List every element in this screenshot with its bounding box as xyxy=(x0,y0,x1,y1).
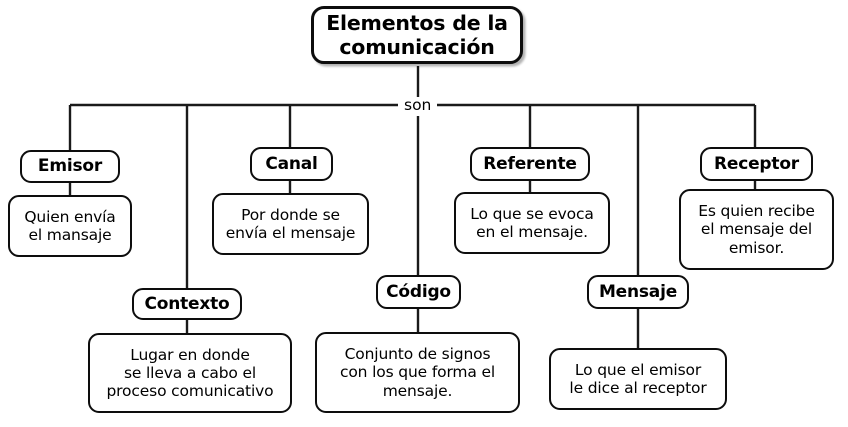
node-codigo-label: Código xyxy=(386,281,451,302)
node-canal-label: Canal xyxy=(265,153,318,174)
node-mensaje-label: Mensaje xyxy=(598,281,678,302)
node-mensaje-description[interactable]: Lo que el emisor le dice al receptor xyxy=(549,348,727,410)
node-receptor[interactable]: Receptor xyxy=(700,147,813,181)
node-receptor-description-text: Es quien recibe el mensaje del emisor. xyxy=(698,202,815,257)
root-node-label: Elementos de la comunicación xyxy=(326,10,508,59)
node-contexto[interactable]: Contexto xyxy=(132,288,242,320)
node-canal-description-text: Por donde se envía el mensaje xyxy=(225,205,356,242)
node-contexto-label: Contexto xyxy=(144,293,230,314)
node-contexto-description[interactable]: Lugar en donde se lleva a cabo el proces… xyxy=(88,333,292,413)
node-canal-description[interactable]: Por donde se envía el mensaje xyxy=(212,193,369,255)
node-emisor-description-text: Quien envía el mansaje xyxy=(24,207,116,244)
node-referente-description[interactable]: Lo que se evoca en el mensaje. xyxy=(454,192,610,254)
node-mensaje-description-text: Lo que el emisor le dice al receptor xyxy=(569,360,707,397)
node-receptor-description[interactable]: Es quien recibe el mensaje del emisor. xyxy=(679,189,834,270)
node-emisor-label: Emisor xyxy=(37,156,103,177)
link-label-son: son xyxy=(398,97,438,116)
node-referente-description-text: Lo que se evoca en el mensaje. xyxy=(470,204,594,241)
node-contexto-description-text: Lugar en donde se lleva a cabo el proces… xyxy=(106,345,274,401)
node-canal[interactable]: Canal xyxy=(250,147,333,181)
node-emisor[interactable]: Emisor xyxy=(20,150,120,183)
root-node-elementos-de-la-comunicacion[interactable]: Elementos de la comunicación xyxy=(311,6,523,64)
node-emisor-description[interactable]: Quien envía el mansaje xyxy=(8,195,132,257)
node-mensaje[interactable]: Mensaje xyxy=(587,275,689,309)
node-codigo-description-text: Conjunto de signos con los que forma el … xyxy=(339,345,496,400)
node-referente[interactable]: Referente xyxy=(470,147,590,181)
node-codigo[interactable]: Código xyxy=(376,275,461,309)
node-receptor-label: Receptor xyxy=(714,153,799,174)
node-referente-label: Referente xyxy=(483,153,577,174)
node-codigo-description[interactable]: Conjunto de signos con los que forma el … xyxy=(315,332,520,413)
